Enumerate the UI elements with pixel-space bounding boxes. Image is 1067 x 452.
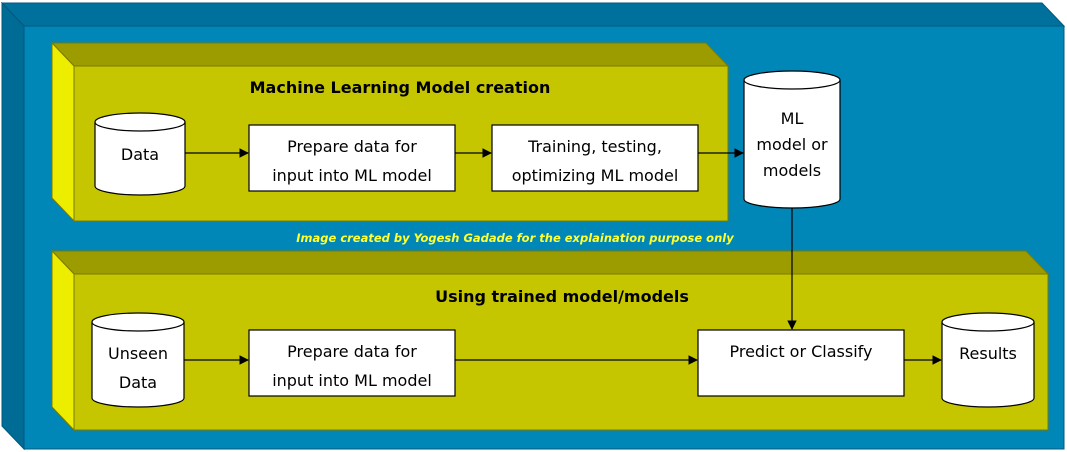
outer-frame-top	[0, 2, 1066, 27]
unseen-line1: Unseen	[108, 344, 168, 363]
ml-model-line1: ML	[781, 109, 804, 128]
panel-top-bevel-top	[50, 42, 730, 67]
caption: Image created by Yogesh Gadade for the e…	[296, 231, 734, 245]
results-cylinder: Results	[941, 312, 1035, 408]
results-label: Results	[959, 344, 1017, 363]
training-line1: Training, testing,	[527, 137, 662, 156]
prepare-top-line1: Prepare data for	[287, 137, 417, 156]
training-line2: optimizing ML model	[512, 166, 679, 185]
ml-model-line3: models	[763, 161, 821, 180]
prepare-data-box-top: Prepare data for input into ML model	[248, 124, 456, 192]
panel-bottom-title: Using trained model/models	[435, 287, 689, 306]
unseen-data-cylinder: Unseen Data	[91, 312, 185, 408]
ml-model-line2: model or	[756, 135, 828, 154]
panel-top-bevel-left	[51, 41, 75, 223]
connectors	[184, 148, 942, 365]
prepare-data-box-bottom: Prepare data for input into ML model	[248, 329, 456, 397]
prepare-bottom-line2: input into ML model	[272, 371, 432, 390]
ml-model-cylinder: ML model or models	[743, 70, 841, 209]
prepare-bottom-line1: Prepare data for	[287, 342, 417, 361]
panel-bottom-bevel-left	[51, 249, 75, 432]
data-label: Data	[121, 145, 159, 164]
prepare-top-line2: input into ML model	[272, 166, 432, 185]
predict-box: Predict or Classify	[697, 329, 905, 397]
unseen-line2: Data	[119, 373, 157, 392]
panel-bottom-bevel-top	[50, 250, 1050, 275]
data-cylinder: Data	[94, 112, 186, 196]
training-box: Training, testing, optimizing ML model	[491, 124, 699, 192]
outer-frame-left	[1, 1, 25, 451]
predict-label: Predict or Classify	[729, 342, 872, 361]
panel-top-title: Machine Learning Model creation	[250, 78, 551, 97]
